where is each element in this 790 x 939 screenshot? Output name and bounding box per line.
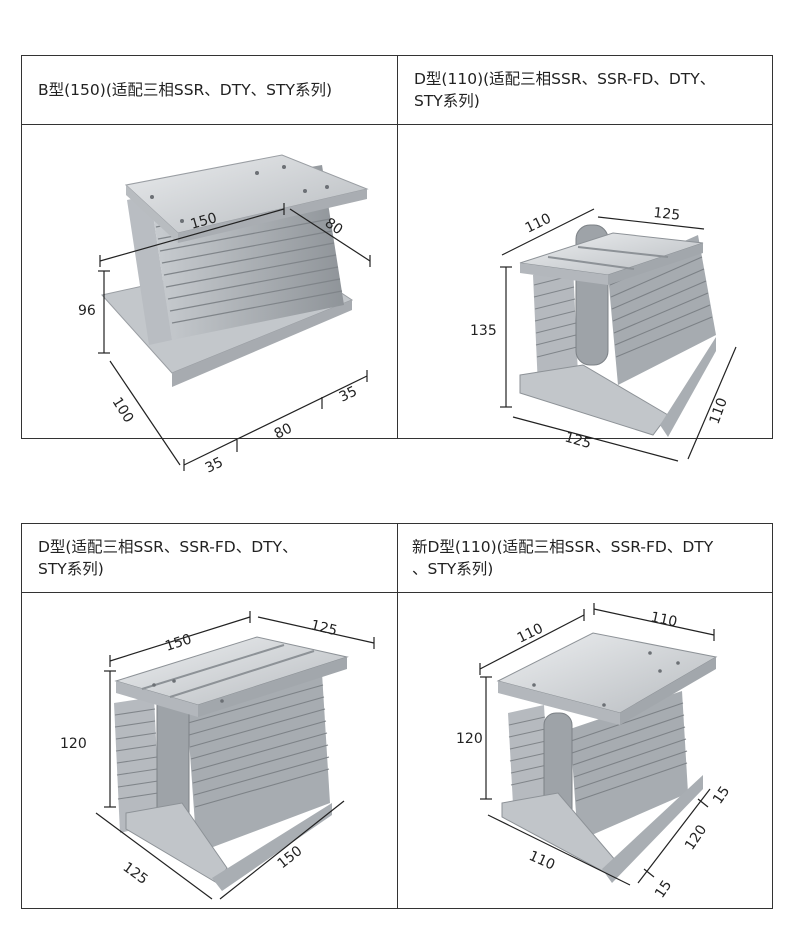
dim-top-width: 110 — [523, 210, 554, 236]
heatsink-d-drawing: 150 125 120 125 150 — [60, 611, 375, 900]
t-slots — [547, 246, 669, 270]
panel-title-b150: B型(150)(适配三相SSR、DTY、STY系列) — [38, 81, 333, 99]
dim-base-right: 35 — [337, 383, 360, 405]
panel-title-line: D型(110)(适配三相SSR、SSR-FD、DTY、 — [414, 70, 716, 88]
dim-top-right: 110 — [649, 609, 678, 630]
heatsink-new-d110-drawing: 110 110 120 110 120 15 15 — [456, 603, 733, 902]
dimension-lines — [500, 208, 737, 462]
mounting-holes — [532, 651, 680, 707]
panel-title-line: STY系列) — [38, 560, 104, 578]
bottom-spec-table: D型(适配三相SSR、SSR-FD、DTY、 STY系列) 新D型(110)(适… — [21, 523, 773, 909]
panel-title-line: 、STY系列) — [412, 560, 494, 578]
mounting-holes — [150, 165, 329, 223]
fin-block-left — [114, 697, 160, 833]
mounting-holes — [152, 679, 224, 703]
base-plate-edge — [172, 300, 352, 387]
header-divider — [22, 592, 772, 593]
fin-block-left — [533, 265, 578, 387]
dim-side-top: 15 — [710, 784, 733, 808]
dim-height: 120 — [456, 731, 483, 747]
column-divider — [397, 56, 398, 438]
dim-top-width: 125 — [309, 617, 339, 639]
dim-side: 100 — [109, 395, 137, 426]
heatsink-b150-drawing: 150 80 96 100 35 80 35 — [78, 154, 371, 477]
dim-top-length: 150 — [189, 210, 219, 233]
panel-title-new-d110: 新D型(110)(适配三相SSR、SSR-FD、DTY 、STY系列) — [412, 536, 713, 580]
dim-height: 135 — [470, 323, 497, 339]
dim-height: 120 — [60, 736, 87, 752]
top-spec-table: B型(150)(适配三相SSR、DTY、STY系列) D型(110)(适配三相S… — [21, 55, 773, 477]
panel-title-line: D型(适配三相SSR、SSR-FD、DTY、 — [38, 538, 298, 556]
dimension-lines — [95, 611, 375, 900]
dim-base-left: 125 — [120, 859, 151, 888]
dim-side-mid: 120 — [682, 822, 710, 853]
panel-title-d110: D型(110)(适配三相SSR、SSR-FD、DTY、 STY系列) — [414, 68, 715, 112]
dimension-lines — [479, 603, 715, 886]
dim-base: 110 — [526, 848, 557, 873]
panel-title-line: STY系列) — [414, 92, 480, 110]
dim-base-mid: 80 — [272, 420, 295, 442]
panel-title-d: D型(适配三相SSR、SSR-FD、DTY、 STY系列) — [38, 536, 298, 580]
dim-base-left: 35 — [203, 454, 226, 476]
dim-height: 96 — [78, 303, 96, 319]
dim-top-length: 150 — [163, 631, 193, 654]
t-slots — [141, 644, 315, 698]
dim-base: 125 — [563, 429, 593, 452]
fin-block-right — [570, 691, 688, 841]
header-divider — [22, 124, 772, 125]
dimension-lines — [98, 203, 371, 471]
panel-title-line: 新D型(110)(适配三相SSR、SSR-FD、DTY — [412, 538, 714, 556]
heatsink-d110-drawing: 110 125 135 125 110 — [470, 205, 737, 462]
dim-side: 110 — [707, 396, 731, 427]
dim-side-bottom: 15 — [652, 878, 675, 902]
dim-top-length: 125 — [653, 205, 681, 224]
column-divider — [397, 524, 398, 908]
